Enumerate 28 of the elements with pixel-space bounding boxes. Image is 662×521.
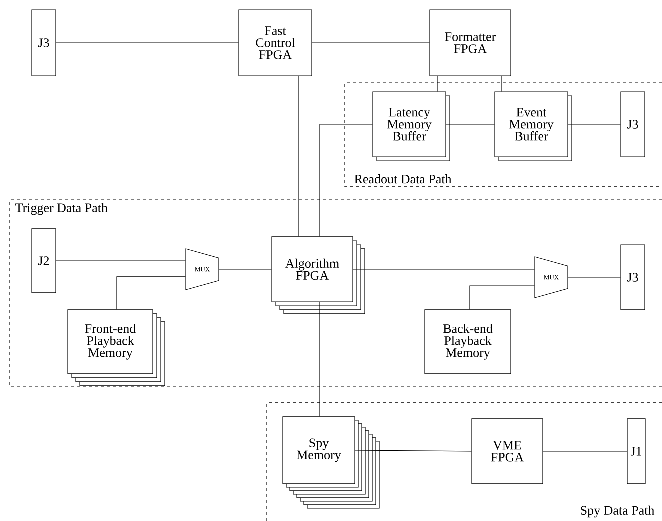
connector-line <box>446 124 495 125</box>
connector-box: J3 <box>32 10 56 76</box>
stacked-box: Latency Memory Buffer <box>372 92 450 162</box>
connector-line <box>219 269 272 270</box>
connector-line <box>56 42 239 44</box>
connector-line <box>470 286 535 310</box>
connector-box: J1 <box>627 418 646 484</box>
connector-line <box>298 76 300 237</box>
connector-line <box>355 450 472 452</box>
stacked-box: Event Memory Buffer <box>494 92 572 162</box>
connector-line <box>312 42 430 44</box>
connector-line <box>320 124 373 237</box>
process-box: Formatter FPGA <box>430 10 512 76</box>
process-box: VME FPGA <box>472 418 544 484</box>
connector-box: J2 <box>32 228 56 294</box>
connector-box: J3 <box>620 92 646 158</box>
connector-line <box>568 124 621 125</box>
connector-line <box>56 260 186 262</box>
stacked-box: Algorithm FPGA <box>272 236 366 314</box>
process-box: Back-end Playback Memory <box>424 310 512 374</box>
connector-line <box>543 451 628 452</box>
connector-box: J3 <box>620 244 646 310</box>
connector-line <box>568 277 621 278</box>
process-box: Fast Control FPGA <box>238 10 312 76</box>
stacked-box: Spy Memory <box>282 416 380 509</box>
stacked-box: Front-end Playback Memory <box>68 310 166 386</box>
connector-line <box>116 276 186 310</box>
connector-line <box>353 269 535 270</box>
